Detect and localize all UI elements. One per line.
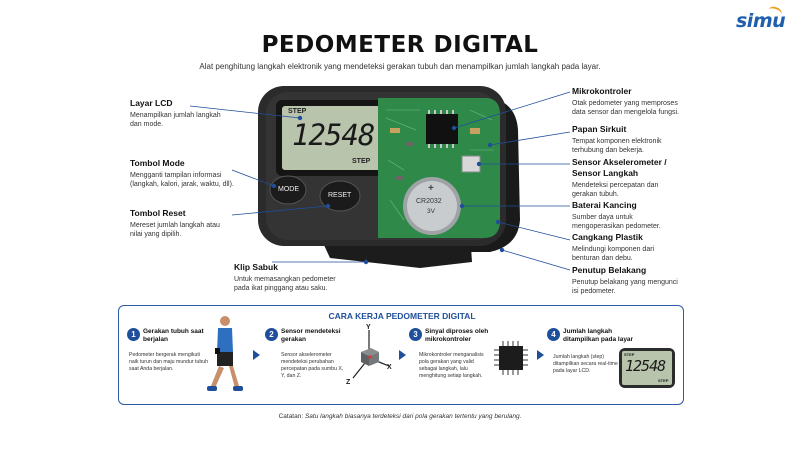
mode-button-shape [269, 175, 307, 205]
callout-title: Baterai Kancing [572, 200, 637, 210]
callout-reset: Tombol Reset Mereset jumlah langkah atau… [130, 208, 234, 239]
step-title: Gerakan tubuh saat berjalan [143, 328, 204, 343]
callout-title: Layar LCD [130, 98, 173, 108]
step-arrow [399, 350, 406, 360]
callout-title: Tombol Reset [130, 208, 186, 218]
step-number: 4 [547, 328, 560, 341]
callout-desc: Melindungi komponen dari benturan dan de… [572, 246, 655, 262]
step-arrow [537, 350, 544, 360]
chip-icon [494, 341, 528, 375]
callout-desc: Untuk memasangkan pedometer pada ikat pi… [234, 276, 336, 292]
step-title: Jumlah langkah ditampilkan pada layar [563, 328, 634, 343]
step-title: Sensor mendeteksi gerakan [281, 328, 341, 343]
callout-battery: Baterai Kancing Sumber daya untuk mengop… [572, 200, 682, 231]
reset-button[interactable]: RESET [328, 192, 352, 199]
axis-z-label: Z [346, 379, 351, 386]
step-desc: Mikrokontroler menganalisis pola gerakan… [419, 352, 484, 379]
lcd-step-label-bottom: STEP [352, 158, 371, 165]
footnote-text: Satu langkah biasanya terdeteksi dari po… [304, 413, 522, 420]
how-it-works-panel: CARA KERJA PEDOMETER DIGITAL 1 Gerakan t… [118, 305, 684, 405]
axis-y-label: Y [366, 324, 371, 331]
step-arrow [253, 350, 260, 360]
callout-desc: Sumber daya untuk mengoperasikan pedomet… [572, 214, 661, 230]
step-number: 1 [127, 328, 140, 341]
callout-plastic-shell: Cangkang Plastik Melindungi komponen dar… [572, 232, 682, 263]
callout-title: Papan Sirkuit [572, 124, 627, 134]
mini-pedometer: STEP 12548 STEP [619, 348, 675, 388]
battery-voltage: 3V [427, 208, 435, 215]
axis-x-label: X [387, 364, 392, 371]
walking-person-icon [207, 316, 243, 391]
callout-mode: Tombol Mode Mengganti tampilan informasi… [130, 158, 234, 189]
footnote: Catatan: Satu langkah biasanya terdeteks… [0, 413, 800, 420]
step-desc: Sensor akselerometer mendeteksi perubaha… [281, 352, 344, 379]
callout-title: Mikrokontroler [572, 86, 632, 96]
mini-step-count: 12548 [625, 357, 666, 375]
callout-title: Tombol Mode [130, 158, 185, 168]
reset-button-shape [319, 180, 361, 212]
callout-circuit-board: Papan Sirkuit Tempat komponen elektronik… [572, 124, 682, 155]
lcd-screen [282, 106, 384, 170]
callout-clip: Klip Sabuk Untuk memasangkan pedometer p… [234, 262, 346, 293]
callout-desc: Mengganti tampilan informasi (langkah, k… [130, 172, 234, 188]
callout-back-cover: Penutup Belakang Penutup belakang yang m… [572, 265, 682, 296]
mini-step-label-top: STEP [624, 352, 635, 357]
lcd-step-count: 12548 [292, 118, 375, 152]
step-desc: Pedometer bergerak mengikuti naik turun … [129, 352, 209, 372]
mini-step-label-bottom: STEP [658, 378, 669, 383]
callout-desc: Otak pedometer yang memproses data senso… [572, 100, 680, 116]
callout-desc: Mendeteksi percepatan dan gerakan tubuh. [572, 182, 659, 198]
callout-desc: Menampilkan jumlah langkah dan mode. [130, 112, 221, 128]
page-subtitle: Alat penghitung langkah elektronik yang … [199, 62, 601, 71]
battery-label: CR2032 [416, 198, 442, 205]
step-title: Sinyal diproses oleh mikrokontroler [425, 328, 489, 343]
panel-title: CARA KERJA PEDOMETER DIGITAL [328, 311, 476, 321]
callout-desc: Penutup belakang yang mengunci isi pedom… [572, 279, 678, 295]
callout-title: Penutup Belakang [572, 265, 647, 275]
step-number: 2 [265, 328, 278, 341]
callout-lcd: Layar LCD Menampilkan jumlah langkah dan… [130, 98, 230, 129]
lcd-step-label-top: STEP [288, 108, 307, 115]
callout-title: Cangkang Plastik [572, 232, 643, 242]
mode-button[interactable]: MODE [278, 186, 299, 193]
battery-plus-sign: + [428, 183, 434, 194]
callout-microcontroller: Mikrokontroler Otak pedometer yang mempr… [572, 86, 682, 117]
callout-desc: Mereset jumlah langkah atau nilai yang d… [130, 222, 220, 238]
mini-lcd-screen: STEP 12548 STEP [622, 351, 672, 385]
page-title: PEDOMETER DIGITAL [261, 32, 539, 58]
callout-title: Klip Sabuk [234, 262, 278, 272]
callout-desc: Tempat komponen elektronik terhubung dan… [572, 138, 662, 154]
footnote-prefix: Catatan: [278, 413, 304, 420]
brand-logo: simu [736, 4, 786, 32]
axis-cube-icon [352, 330, 390, 379]
step-desc: Jumlah langkah (step) ditampilkan secara… [553, 354, 618, 374]
step-number: 3 [409, 328, 422, 341]
callout-accelerometer: Sensor Akselerometer / Sensor Langkah Me… [572, 157, 682, 199]
callout-title: Sensor Akselerometer / Sensor Langkah [572, 157, 667, 178]
